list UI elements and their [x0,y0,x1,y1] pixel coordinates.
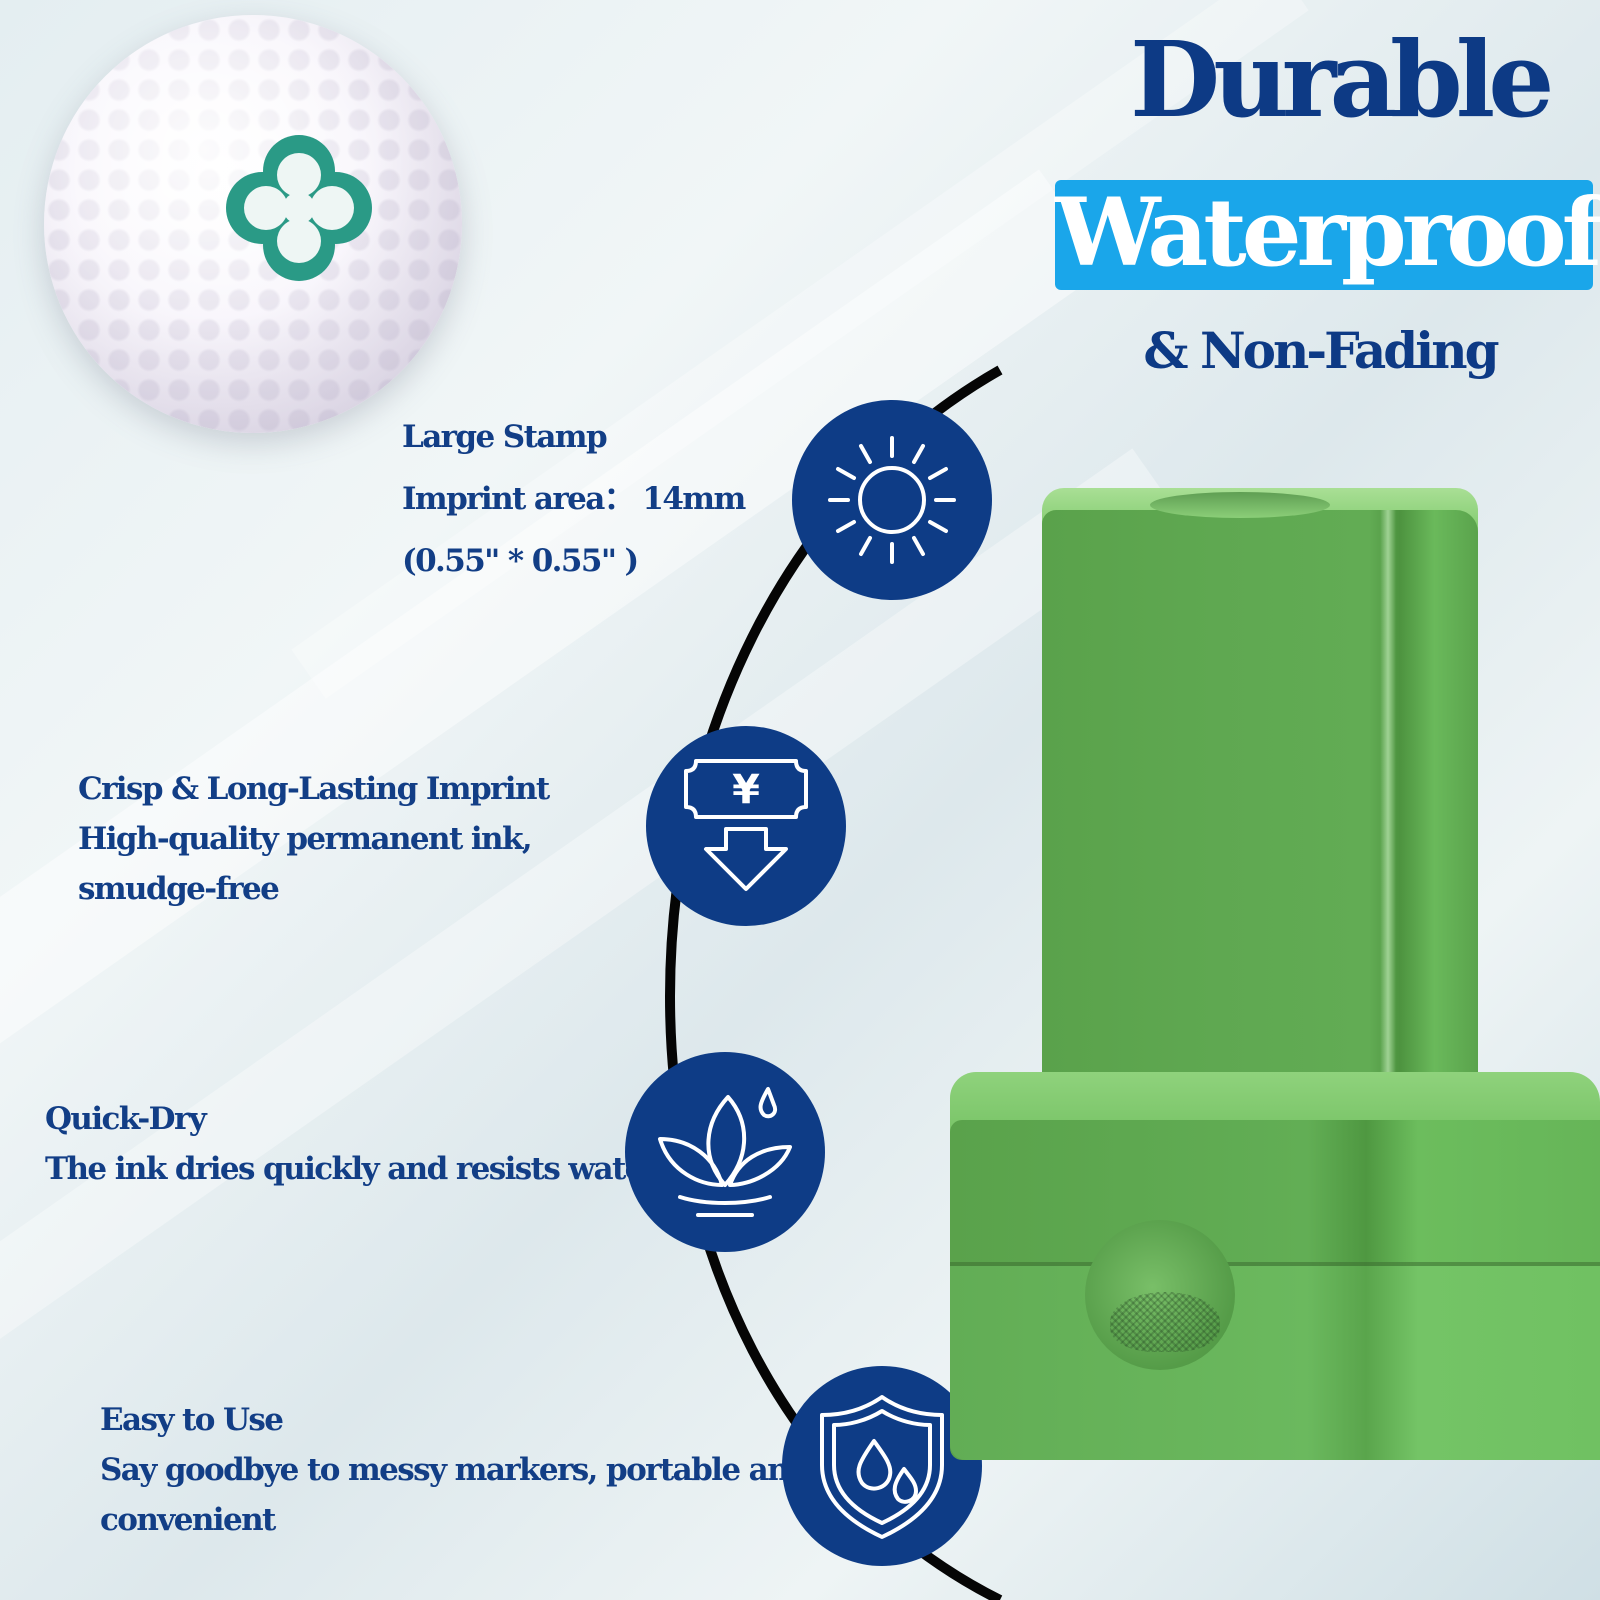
feature-line: Say goodbye to messy markers, portable a… [100,1452,810,1488]
feature-line: Imprint area： 14mm [402,481,746,517]
feature-title: Crisp & Long-Lasting Imprint [78,771,550,807]
feature-title: Quick-Dry [45,1101,207,1137]
sun-icon [828,436,956,564]
sun-icon-circle [792,400,992,600]
headline-banner [1055,180,1593,290]
feature-line: High-quality permanent ink, [78,821,533,857]
feature-easy-to-use: Easy to Use Say goodbye to messy markers… [100,1395,810,1545]
feature-line: convenient [100,1502,276,1538]
feature-line: The ink dries quickly and resists water [45,1151,659,1187]
leaf-water-icon [658,1087,792,1217]
shield-drops-icon [820,1395,944,1539]
feature-crisp-imprint: Crisp & Long-Lasting Imprint High-qualit… [78,764,550,914]
headline-waterproof: Waterproof [1055,178,1600,288]
feature-quick-dry: Quick-Dry The ink dries quickly and resi… [45,1094,659,1194]
money-down-icon: ¥ [684,759,808,891]
yen-symbol: ¥ [732,767,760,813]
golf-ball-image [44,15,462,433]
headline-durable: Durable [1130,18,1554,141]
feature-title: Easy to Use [100,1402,284,1438]
feature-line: (0.55" * 0.55" ) [402,543,639,579]
shield-drops-icon-circle [782,1366,982,1566]
feature-line: smudge-free [78,871,280,907]
leaf-water-icon-circle [625,1052,825,1252]
feature-large-stamp: Large Stamp Imprint area： 14mm (0.55" * … [402,406,746,592]
money-down-icon-circle: ¥ [646,726,846,926]
golf-ball-stamp-product-image [950,480,1600,1480]
headline-non-fading: & Non-Fading [1143,321,1499,380]
clover-logo-icon [226,135,372,281]
feature-title: Large Stamp [402,419,608,455]
